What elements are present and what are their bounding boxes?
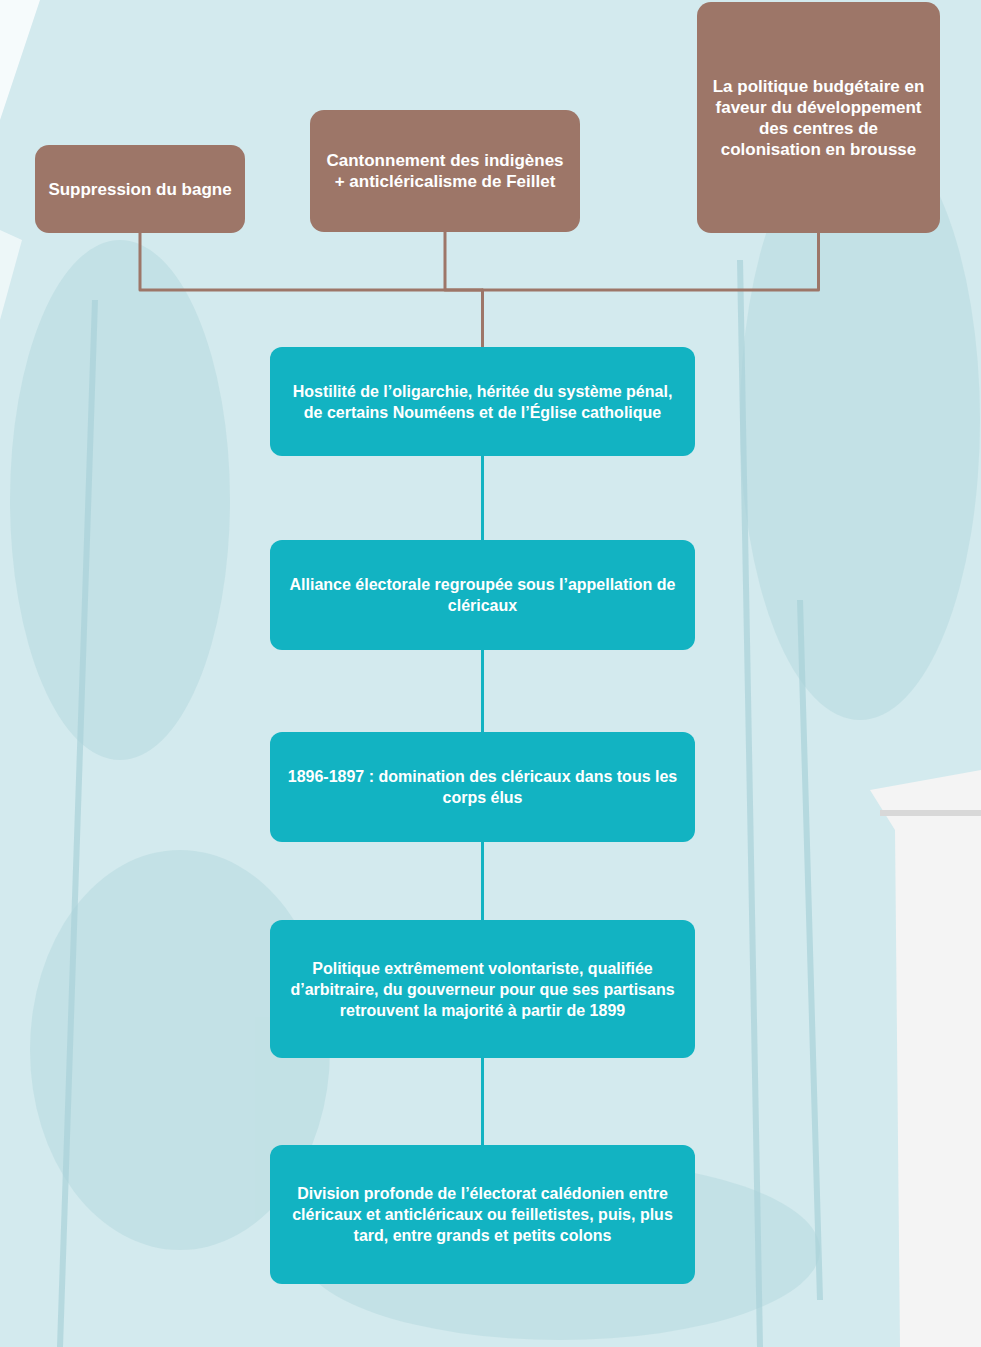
box-text: Division profonde de l’électorat calédon…	[286, 1183, 679, 1246]
cause-box: La politique budgétaire en faveur du dév…	[697, 2, 940, 233]
connector-line	[481, 456, 484, 540]
box-text: Alliance électorale regroupée sous l’app…	[286, 574, 679, 616]
process-box: 1896-1897 : domination des cléricaux dan…	[270, 732, 695, 842]
box-text: Hostilité de l’oligarchie, héritée du sy…	[286, 381, 679, 423]
connector-line	[481, 1058, 484, 1145]
process-box: Politique extrêmement volontariste, qual…	[270, 920, 695, 1058]
connector-line	[481, 650, 484, 732]
text-group: 1896-1897 : domination des cléricaux dan…	[286, 766, 679, 808]
box-text: 1896-1897 : domination des cléricaux dan…	[286, 766, 679, 808]
text-group: La politique budgétaire en faveur du dév…	[709, 76, 928, 160]
connector-line	[481, 842, 484, 920]
connector-line	[140, 233, 483, 347]
text-group: Politique extrêmement volontariste, qual…	[286, 958, 679, 1021]
connector-line	[445, 232, 483, 347]
text-group: Alliance électorale regroupée sous l’app…	[286, 574, 679, 616]
text-group: Hostilité de l’oligarchie, héritée du sy…	[286, 381, 679, 423]
box-text: Suppression du bagne	[48, 179, 231, 200]
cause-box: Cantonnement des indigènes + anticlérica…	[310, 110, 580, 232]
connector-line	[483, 233, 819, 347]
process-box: Division profonde de l’électorat calédon…	[270, 1145, 695, 1284]
box-text: Politique extrêmement volontariste, qual…	[286, 958, 679, 1021]
box-text: La politique budgétaire en faveur du dév…	[709, 76, 928, 160]
text-group: Division profonde de l’électorat calédon…	[286, 1183, 679, 1246]
text-group: Cantonnement des indigènes + anticlérica…	[322, 150, 568, 192]
process-box: Alliance électorale regroupée sous l’app…	[270, 540, 695, 650]
text-group: Suppression du bagne	[48, 179, 231, 200]
process-box: Hostilité de l’oligarchie, héritée du sy…	[270, 347, 695, 456]
cause-box: Suppression du bagne	[35, 145, 245, 233]
box-text: Cantonnement des indigènes + anticlérica…	[322, 150, 568, 192]
